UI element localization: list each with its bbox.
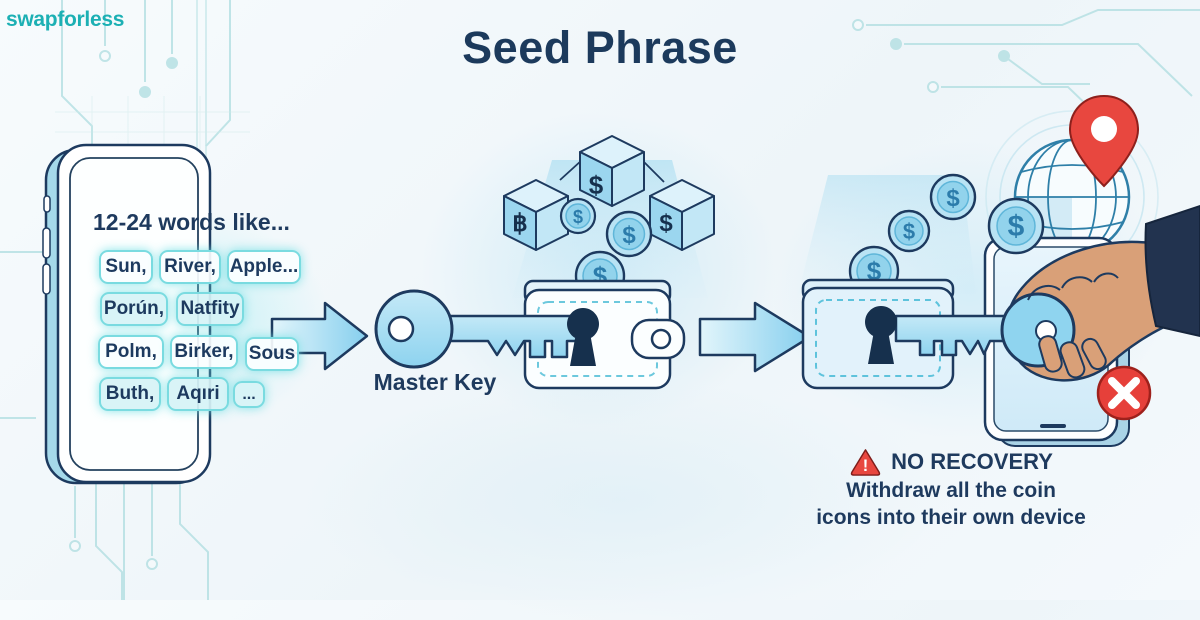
dollar-cube-icon: $ — [579, 135, 645, 207]
seed-word-chip: Birker, — [170, 335, 238, 369]
illustration-canvas: ฿ $ $ $ $ $ — [0, 0, 1200, 600]
seed-word-chip: Natfity — [176, 292, 244, 326]
warning-triangle-icon: ! — [850, 449, 881, 476]
dollar-cube-icon: $ — [649, 179, 715, 251]
flow-arrow-2 — [698, 301, 812, 373]
svg-text:$: $ — [589, 170, 604, 200]
phone-side-buttons — [42, 195, 51, 295]
grid-decoration — [55, 96, 250, 150]
svg-text:$: $ — [946, 185, 960, 212]
seed-word-chip: Apple... — [227, 250, 301, 284]
dollar-coin-icon: $ — [929, 173, 977, 221]
seed-word-chip: Aqıri — [167, 377, 229, 411]
svg-text:$: $ — [903, 219, 915, 244]
bitcoin-cube-icon: ฿ — [503, 179, 569, 251]
warning-title: NO RECOVERY — [891, 449, 1053, 474]
no-recovery-warning: ! NO RECOVERY Withdraw all the coin icon… — [786, 447, 1116, 531]
seed-word-chip: Polm, — [98, 335, 164, 369]
keyhole-icon — [567, 308, 600, 366]
seed-words-heading: 12-24 words like... — [93, 209, 290, 235]
svg-text:$: $ — [1008, 210, 1025, 243]
svg-text:!: ! — [863, 457, 868, 475]
master-key-icon — [374, 289, 588, 369]
svg-text:$: $ — [622, 222, 636, 249]
dollar-coin-icon: $ — [605, 210, 653, 258]
svg-text:฿: ฿ — [512, 210, 527, 237]
page-title: Seed Phrase — [462, 22, 738, 73]
brand-logo: swapforless — [6, 8, 125, 31]
warning-line: icons into their own device — [816, 506, 1086, 529]
seed-word-chip: Porún, — [100, 292, 168, 326]
circuit-top-right-decoration — [852, 9, 1200, 140]
dollar-coin-icon: $ — [559, 197, 597, 235]
cube-connector-lines — [559, 159, 665, 183]
seed-word-chip: Buth, — [99, 377, 161, 411]
svg-text:$: $ — [867, 256, 882, 286]
tablet-home-bar — [1040, 424, 1066, 428]
seed-word-chip: ... — [233, 381, 265, 408]
warning-title-row: ! NO RECOVERY — [786, 447, 1116, 477]
wallet-icon — [523, 279, 686, 390]
seed-word-chip: River, — [159, 250, 221, 284]
circuit-bottom-left-decoration — [69, 484, 209, 600]
master-key-label: Master Key — [373, 369, 497, 395]
hand-fingers — [1027, 272, 1119, 379]
svg-text:$: $ — [659, 210, 673, 237]
dollar-coin-icon: $ — [987, 197, 1045, 255]
sleeve — [1144, 204, 1200, 338]
keyhole-icon — [865, 306, 898, 364]
key-hole — [387, 315, 415, 343]
dollar-coin-icon: $ — [887, 209, 931, 253]
svg-text:$: $ — [573, 207, 583, 227]
location-pin-icon — [1068, 94, 1140, 188]
warning-line: Withdraw all the coin — [846, 479, 1056, 502]
seed-word-chip: Sous — [245, 337, 299, 371]
seed-word-chip: Sun, — [99, 250, 153, 284]
error-x-icon — [1096, 365, 1152, 421]
